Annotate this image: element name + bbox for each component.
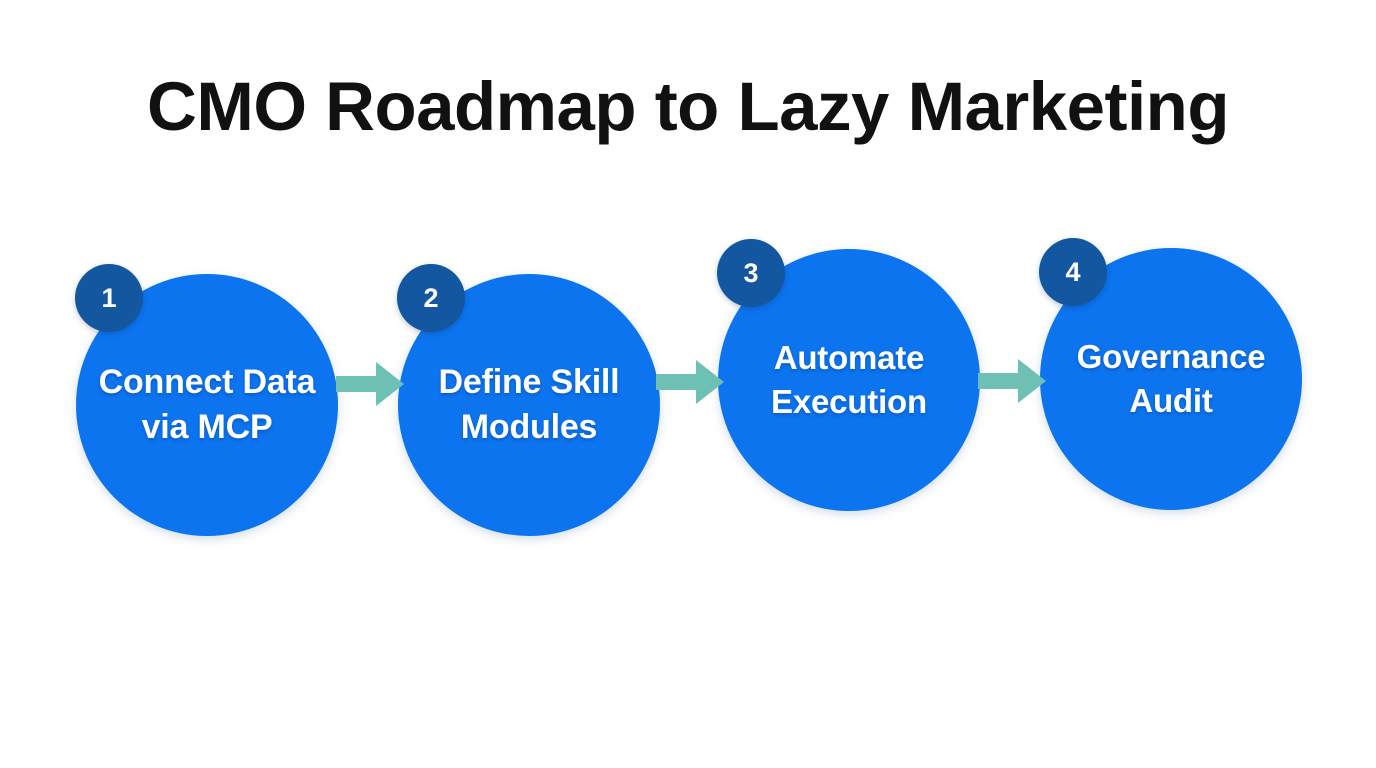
process-step-3[interactable]: Automate Execution 3	[717, 239, 980, 511]
arrow-right-icon	[656, 360, 724, 404]
step-4-number-badge: 4	[1039, 238, 1107, 306]
step-1-label: Connect Data via MCP	[98, 363, 316, 446]
process-step-1[interactable]: Connect Data via MCP 1	[75, 264, 338, 536]
step-3-label: Automate Execution	[771, 339, 927, 420]
arrow-right-icon	[336, 362, 404, 406]
arrow-right-icon	[978, 359, 1046, 403]
step-2-number-badge: 2	[397, 264, 465, 332]
step-2-label: Define Skill Modules	[438, 363, 620, 446]
step-3-number-badge: 3	[717, 239, 785, 307]
connector-arrow-1-to-2	[336, 360, 404, 408]
step-1-number-badge: 1	[75, 264, 143, 332]
page-title: CMO Roadmap to Lazy Marketing	[147, 68, 1229, 145]
connector-arrow-2-to-3	[656, 358, 724, 406]
connector-arrow-3-to-4	[978, 357, 1046, 405]
process-step-2[interactable]: Define Skill Modules 2	[397, 264, 660, 536]
process-step-4[interactable]: Governance Audit 4	[1039, 238, 1302, 510]
step-4-label: Governance Audit	[1076, 338, 1266, 419]
